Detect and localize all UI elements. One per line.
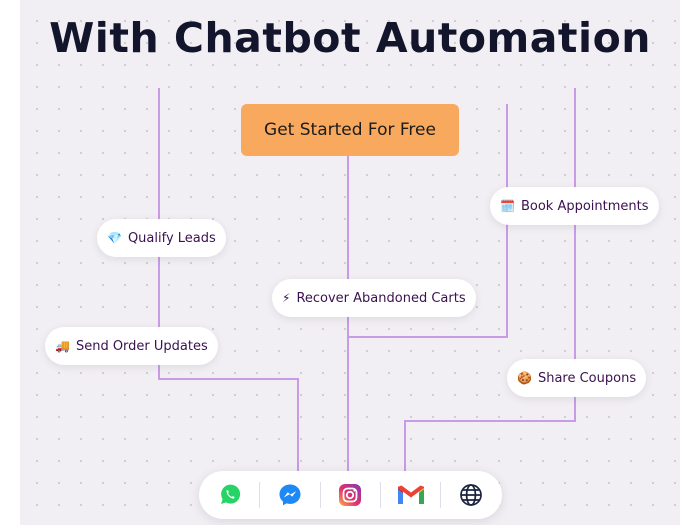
gem-icon: 💎 <box>107 231 122 245</box>
delivery-truck-icon: 🚚 <box>55 339 70 353</box>
divider <box>380 482 382 508</box>
gmail-icon[interactable] <box>391 475 431 515</box>
page-headline: With Chatbot Automation <box>49 14 651 62</box>
use-case-label: Share Coupons <box>537 370 637 386</box>
use-case-label: Send Order Updates <box>75 338 208 354</box>
use-case-share-coupons[interactable]: 🍪 Share Coupons <box>507 359 647 397</box>
lightning-icon: ⚡ <box>282 291 291 305</box>
calendar-icon: 🗓️ <box>500 199 515 213</box>
cookie-icon: 🍪 <box>517 371 532 385</box>
background-canvas <box>20 0 680 525</box>
use-case-order-updates[interactable]: 🚚 Send Order Updates <box>45 327 218 365</box>
use-case-book-appointments[interactable]: 🗓️ Book Appointments <box>490 187 659 225</box>
globe-icon[interactable] <box>451 475 491 515</box>
use-case-label: Qualify Leads <box>127 230 216 246</box>
divider <box>319 482 321 508</box>
channel-bar <box>199 471 502 519</box>
divider <box>259 482 261 508</box>
get-started-button[interactable]: Get Started For Free <box>241 104 459 156</box>
use-case-qualify-leads[interactable]: 💎 Qualify Leads <box>97 219 226 257</box>
messenger-icon[interactable] <box>270 475 310 515</box>
divider <box>440 482 442 508</box>
instagram-icon[interactable] <box>330 475 370 515</box>
use-case-label: Recover Abandoned Carts <box>296 290 466 306</box>
whatsapp-icon[interactable] <box>210 475 250 515</box>
use-case-recover-carts[interactable]: ⚡ Recover Abandoned Carts <box>272 279 476 317</box>
use-case-label: Book Appointments <box>520 198 649 214</box>
